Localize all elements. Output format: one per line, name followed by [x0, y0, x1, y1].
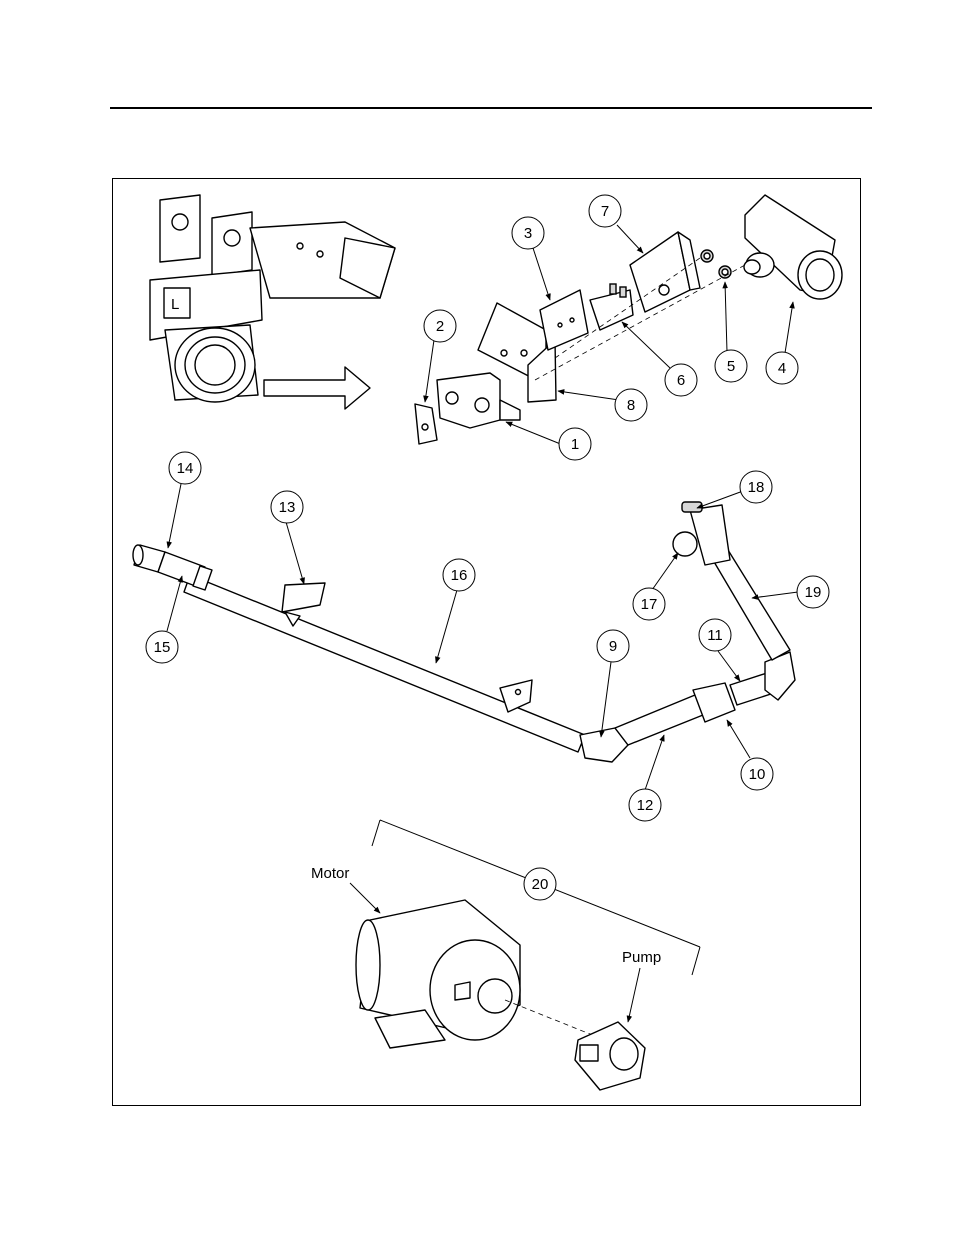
piping-assembly [132, 501, 796, 763]
svg-text:14: 14 [177, 460, 194, 477]
svg-text:19: 19 [805, 584, 822, 601]
svg-text:1: 1 [571, 436, 579, 453]
svg-text:9: 9 [609, 638, 617, 655]
svg-text:2: 2 [436, 318, 444, 335]
svg-text:20: 20 [532, 876, 549, 893]
callout-4: 4 [765, 351, 799, 385]
callout-3: 3 [511, 216, 545, 250]
callout-6: 6 [664, 363, 698, 397]
pump-label: Pump [622, 949, 661, 966]
callout-18: 18 [739, 470, 773, 504]
callout-19: 19 [796, 575, 830, 609]
svg-text:10: 10 [749, 766, 766, 783]
header-rule [110, 107, 872, 109]
motor-pump-illustration [355, 819, 701, 1091]
valve-assembly-illustration: L [149, 194, 396, 403]
callout-1: 1 [558, 427, 592, 461]
valve-letter: L [171, 296, 179, 313]
callout-14: 14 [168, 451, 202, 485]
callout-2: 2 [423, 309, 457, 343]
callout-11: 11 [698, 618, 732, 652]
callout-7: 7 [588, 194, 622, 228]
svg-text:4: 4 [778, 360, 786, 377]
switch-bracket-parts [414, 194, 843, 445]
callout-15: 15 [145, 630, 179, 664]
callout-8: 8 [614, 388, 648, 422]
svg-text:12: 12 [637, 797, 654, 814]
svg-text:13: 13 [279, 499, 296, 516]
svg-text:17: 17 [641, 596, 658, 613]
callout-9: 9 [596, 629, 630, 663]
leader-lines [166, 224, 799, 1023]
callout-16: 16 [442, 558, 476, 592]
svg-text:6: 6 [677, 372, 685, 389]
svg-text:11: 11 [707, 627, 723, 644]
callout-17: 17 [632, 587, 666, 621]
svg-text:3: 3 [524, 225, 532, 242]
callout-12: 12 [628, 788, 662, 822]
callout-20: 20 [523, 867, 557, 901]
svg-text:18: 18 [748, 479, 765, 496]
svg-text:7: 7 [601, 203, 609, 220]
svg-text:5: 5 [727, 358, 735, 375]
callout-13: 13 [270, 490, 304, 524]
svg-text:16: 16 [451, 567, 468, 584]
svg-text:8: 8 [627, 397, 635, 414]
svg-text:15: 15 [154, 639, 171, 656]
motor-label: Motor [311, 865, 349, 882]
callout-5: 5 [714, 349, 748, 383]
figure-frame [112, 178, 861, 1106]
direction-arrow-icon [263, 366, 371, 410]
callout-10: 10 [740, 757, 774, 791]
